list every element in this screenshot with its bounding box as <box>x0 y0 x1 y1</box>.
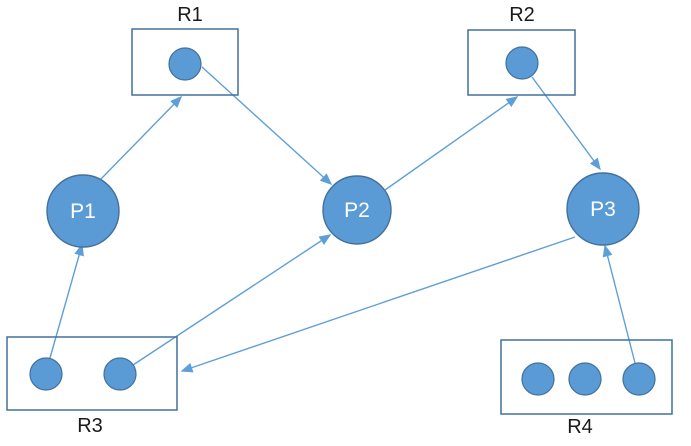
resource-box-r2 <box>467 29 576 96</box>
edge-r4-to-p3 <box>602 244 636 364</box>
process-node-p2 <box>322 175 392 245</box>
resource-box-r3 <box>6 336 178 411</box>
resource-box-r4 <box>500 339 673 415</box>
process-label-p1: P1 <box>70 200 96 223</box>
resource-instance-dot-r3-1 <box>29 357 63 391</box>
resource-instance-dot-r4-2 <box>568 362 602 396</box>
edge-r1-to-p2 <box>201 66 333 186</box>
resource-instance-dot-r4-1 <box>521 362 555 396</box>
edges-layer <box>49 66 636 373</box>
resource-label-r2: R2 <box>509 4 535 26</box>
resource-box-r1 <box>131 28 239 96</box>
edge-r3-to-p2 <box>132 234 332 366</box>
resource-label-r1: R1 <box>177 4 203 26</box>
edge-p3-to-r3 <box>180 236 576 373</box>
resource-instance-dot-r2-1 <box>505 46 539 80</box>
edge-r3-to-p1 <box>49 243 84 359</box>
edge-p2-to-r2 <box>384 96 519 191</box>
edge-r2-to-p3 <box>531 76 601 171</box>
resource-instance-dot-r3-2 <box>103 357 137 391</box>
process-node-p3 <box>566 172 640 246</box>
resource-instance-dot-r1-1 <box>168 47 202 81</box>
process-label-p3: P3 <box>590 198 616 221</box>
resource-label-r4: R4 <box>567 416 593 438</box>
process-node-p1 <box>46 174 120 248</box>
resource-instance-dot-r4-3 <box>622 362 656 396</box>
process-label-p2: P2 <box>344 199 370 222</box>
edge-p1-to-r1 <box>99 95 183 181</box>
nodes-layer <box>6 28 673 415</box>
resource-label-r3: R3 <box>77 415 103 437</box>
